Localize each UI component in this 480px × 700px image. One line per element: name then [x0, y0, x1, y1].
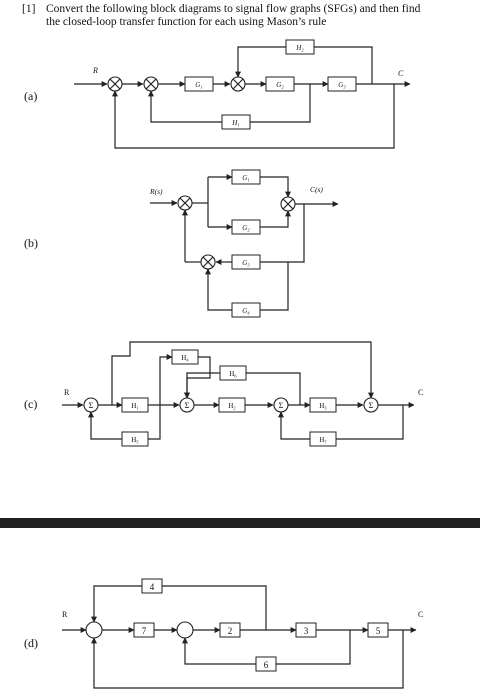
part-d-label: (d)	[24, 636, 38, 650]
c-output-label: C	[418, 388, 423, 397]
b-summing-junction-1	[177, 195, 193, 211]
b-summing-junction-3	[200, 254, 216, 270]
c-block-h4-label: H₄	[181, 354, 189, 362]
b-block-g2-label: G₂	[242, 224, 250, 232]
problem-header: [1] Convert the following block diagrams …	[22, 3, 474, 29]
a-block-g3-label: G₃	[338, 81, 346, 89]
c-block-h3-label: H₃	[319, 402, 327, 410]
d-block-3-label: 3	[304, 626, 309, 636]
c-sum-2-symbol: Σ	[185, 401, 190, 410]
a-block-g1-label: G₁	[195, 81, 203, 89]
d-summing-junction-1	[85, 621, 103, 639]
a-summing-junction-3	[230, 76, 246, 92]
d-summing-junction-2	[176, 621, 194, 639]
b-block-g1-label: G₁	[242, 174, 250, 182]
a-block-h2-label: H₂	[295, 44, 304, 52]
d-block-2-label: 2	[228, 626, 233, 636]
part-a-label: (a)	[24, 89, 38, 103]
b-input-label: R(s)	[149, 187, 163, 196]
d-input-label: R	[62, 610, 68, 619]
c-summing-junction-2: Σ	[179, 397, 195, 413]
instruction-line-2: the closed-loop transfer function for ea…	[46, 16, 327, 28]
c-block-h5-label: H₅	[131, 436, 139, 444]
instruction-line-1: Convert the following block diagrams to …	[46, 3, 421, 15]
diagram-b: R(s) C(s) G₁ G₂ G₃ G₄	[149, 169, 339, 318]
c-input-label: R	[64, 388, 70, 397]
c-summing-junction-4: Σ	[363, 397, 379, 413]
c-sum-1-symbol: Σ	[89, 401, 94, 410]
diagram-a: R C G₁ G₂ G₃ H₂ H₁	[74, 39, 411, 149]
a-output-label: C	[398, 69, 404, 78]
part-c-label: (c)	[24, 397, 38, 411]
c-block-h6-label: H₆	[229, 370, 237, 378]
a-block-g2-label: G₂	[276, 81, 284, 89]
separator-band	[0, 518, 480, 528]
part-b-label: (b)	[24, 236, 38, 250]
diagram-d: R C 7 2 3 5 4 6	[62, 578, 423, 689]
d-block-5-label: 5	[376, 626, 381, 636]
c-summing-junction-3: Σ	[273, 397, 289, 413]
d-block-7-label: 7	[142, 626, 147, 636]
d-output-label: C	[418, 610, 423, 619]
b-block-g3-label: G₃	[242, 259, 250, 267]
c-summing-junction-1: Σ	[83, 397, 99, 413]
c-block-h2-label: H₂	[228, 402, 236, 410]
diagram-c: R C Σ H₁ Σ H₂ Σ H₃ Σ H₄ H₆ H₅	[62, 341, 423, 447]
a-input-label: R	[92, 66, 98, 75]
b-summing-junction-2	[280, 196, 296, 212]
d-block-4-label: 4	[150, 582, 155, 592]
problem-number: [1]	[22, 3, 36, 15]
c-block-h7-label: H₇	[319, 436, 327, 444]
b-block-g4-label: G₄	[242, 307, 250, 315]
d-block-6-label: 6	[264, 660, 269, 670]
c-block-h1-label: H₁	[131, 402, 139, 410]
a-block-h1-label: H₁	[231, 119, 240, 127]
b-output-label: C(s)	[310, 185, 323, 194]
a-summing-junction-2	[143, 76, 159, 92]
a-summing-junction-1	[107, 76, 123, 92]
c-sum-3-symbol: Σ	[279, 401, 284, 410]
c-sum-4-symbol: Σ	[369, 401, 374, 410]
